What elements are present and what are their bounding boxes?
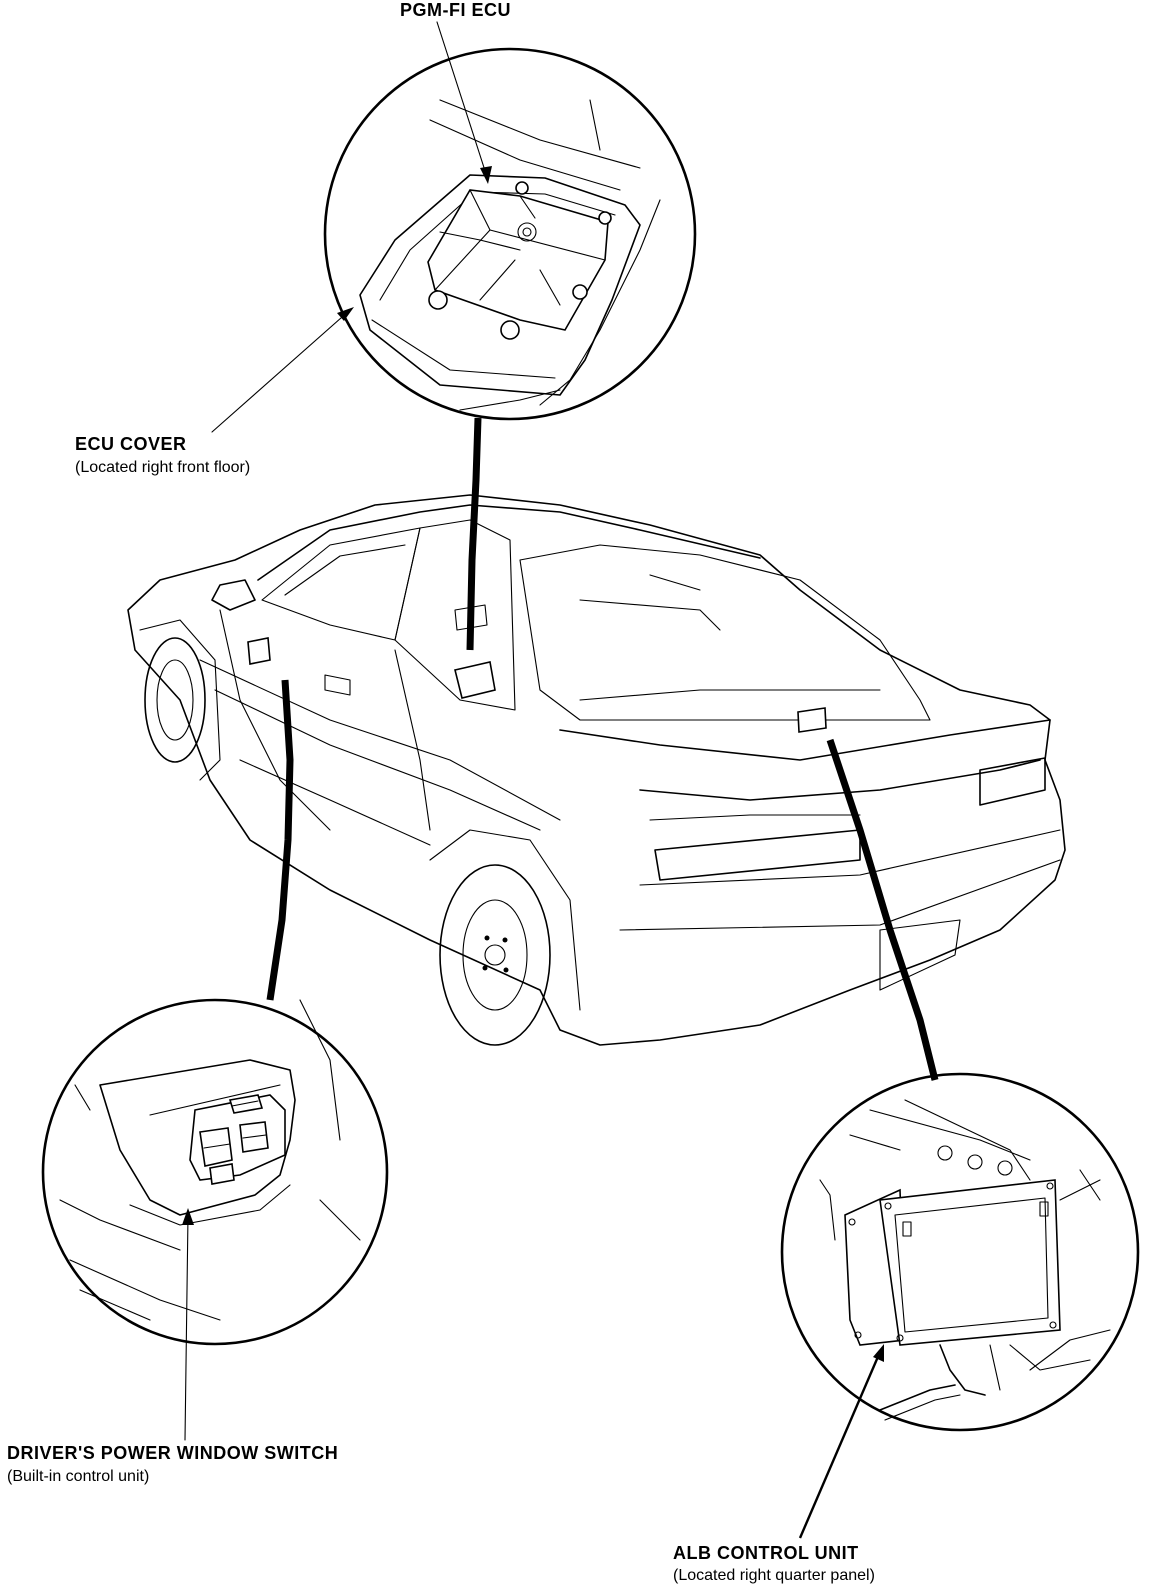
alb-control-unit-note: (Located right quarter panel) [673,1567,875,1584]
vehicle-illustration [127,494,1066,1046]
pgm-fi-ecu-label: PGM-FI ECU [400,0,511,20]
alb-control-unit-label: ALB CONTROL UNIT [673,1543,859,1563]
ecu-cover-label: ECU COVER [75,434,187,454]
driver-power-window-switch-note: (Built-in control unit) [7,1468,150,1485]
driver-power-window-switch-label: DRIVER'S POWER WINDOW SWITCH [7,1443,339,1463]
window-switch-detail-circle [41,998,389,1441]
ecu-cover-note: (Located right front floor) [75,459,251,476]
ecu-detail-circle [211,21,697,433]
alb-unit-detail-circle [780,1072,1140,1539]
